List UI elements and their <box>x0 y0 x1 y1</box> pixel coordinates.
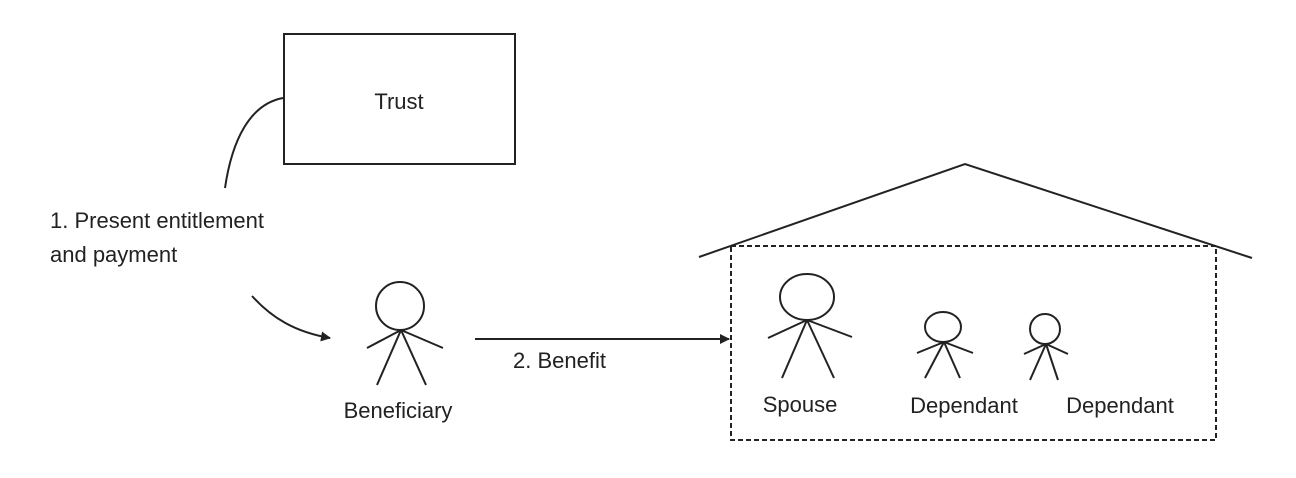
trust-box: Trust <box>283 33 516 165</box>
dependant-label: Dependant <box>910 393 1018 418</box>
spouse-figure: Spouse <box>763 273 853 417</box>
trust-label: Trust <box>374 89 423 114</box>
beneficiary-label: Beneficiary <box>344 398 453 423</box>
payment-arrow <box>251 295 331 342</box>
spouse-label: Spouse <box>763 392 838 417</box>
step1-label-line2: and payment <box>50 242 177 267</box>
household: Spouse Dependant Dependant <box>698 162 1253 441</box>
connector-curve <box>224 97 284 189</box>
benefit-label: 2. Benefit <box>513 348 606 373</box>
dependant-figure: Dependant <box>1023 313 1174 418</box>
dependant-figure: Dependant <box>910 311 1018 418</box>
step1-label-line1: 1. Present entitlement <box>50 208 264 233</box>
beneficiary-figure: Beneficiary <box>344 281 453 423</box>
dependant-label: Dependant <box>1066 393 1174 418</box>
house-boundary <box>730 245 1217 441</box>
house-roof <box>698 162 1253 259</box>
